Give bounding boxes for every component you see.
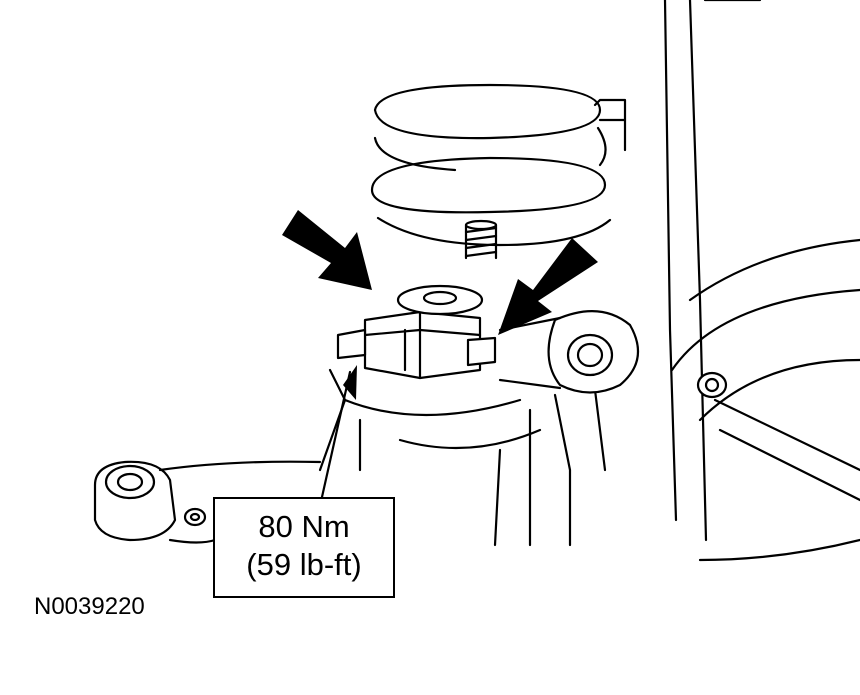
torque-nm-label: 80 Nm — [258, 509, 350, 544]
arrow-indicator-icon — [282, 210, 372, 290]
torque-lbft-label: (59 lb-ft) — [246, 547, 362, 582]
stabilizer-link — [93, 460, 322, 544]
arrow-indicator-icon — [343, 365, 357, 400]
mount-nut — [696, 371, 728, 399]
clamp-assembly — [336, 284, 497, 380]
torque-callout: 80 Nm (59 lb-ft) — [213, 497, 395, 598]
figure-id-label: N0039220 — [34, 593, 145, 620]
arrow-indicator-icon — [498, 238, 598, 335]
coil-spring — [370, 83, 627, 247]
callout-leader — [320, 370, 352, 499]
spring-bolt — [464, 219, 498, 260]
frame-rail — [663, 0, 860, 562]
